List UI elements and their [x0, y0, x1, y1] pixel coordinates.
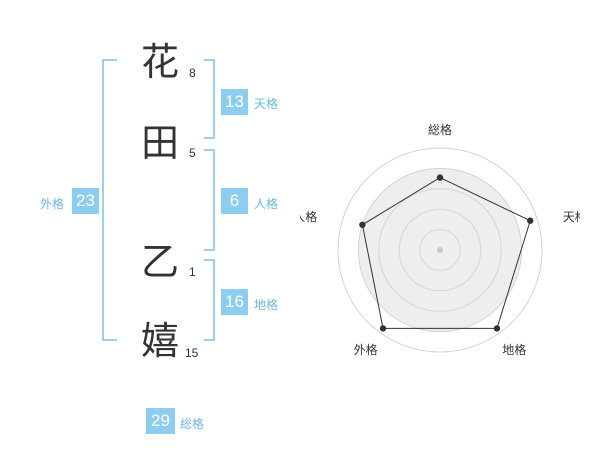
gaikaku-badge: 23 [72, 188, 99, 214]
radar-point-3 [493, 325, 501, 332]
radar-axis-label-4: 外格 [354, 342, 378, 357]
jinkaku-label: 人格 [254, 197, 279, 211]
radar-series-polygon [361, 177, 531, 329]
radar-axis-label-5: 人格 [300, 209, 317, 224]
jinkaku-badge: 6 [221, 188, 248, 214]
soukaku-label: 総格 [180, 417, 205, 431]
name-char-2: 田 [141, 121, 180, 165]
radar-point-5 [359, 221, 366, 228]
gaikaku-bracket [102, 59, 117, 341]
stroke-count-4: 15 [185, 346, 199, 360]
radar-axis-label-1: 総格 [428, 122, 452, 137]
radar-grid-ring [419, 229, 461, 271]
radar-center-dot [437, 247, 443, 253]
jinkaku-bracket [204, 149, 215, 251]
name-char-4: 嬉 [141, 319, 180, 363]
gaikaku-label: 外格 [40, 197, 65, 211]
radar-point-2 [527, 217, 534, 224]
tenkaku-badge: 13 [221, 89, 248, 115]
chikaku-bracket [204, 259, 215, 341]
name-char-3: 乙 [141, 240, 180, 284]
tenkaku-label: 天格 [254, 97, 279, 111]
soukaku-badge: 29 [146, 408, 175, 434]
chikaku-badge: 16 [221, 289, 248, 315]
radar-chart: 総格天格地格 外格 人格 [300, 122, 580, 357]
tenkaku-bracket [204, 59, 215, 139]
stroke-count-3: 1 [189, 265, 196, 279]
radar-grid-ring [337, 147, 543, 353]
radar-point-1 [436, 174, 444, 181]
radar-grid-ring [398, 208, 482, 292]
radar-axis-label-2: 天格 [563, 209, 580, 224]
name-char-1: 花 [141, 40, 180, 84]
radar-axis-label-3: 地格 [502, 342, 526, 357]
stroke-count-2: 5 [189, 146, 196, 160]
stroke-count-1: 8 [189, 66, 196, 80]
chikaku-label: 地格 [254, 298, 279, 312]
radar-grid-ring [378, 188, 502, 312]
radar-point-4 [379, 325, 387, 332]
